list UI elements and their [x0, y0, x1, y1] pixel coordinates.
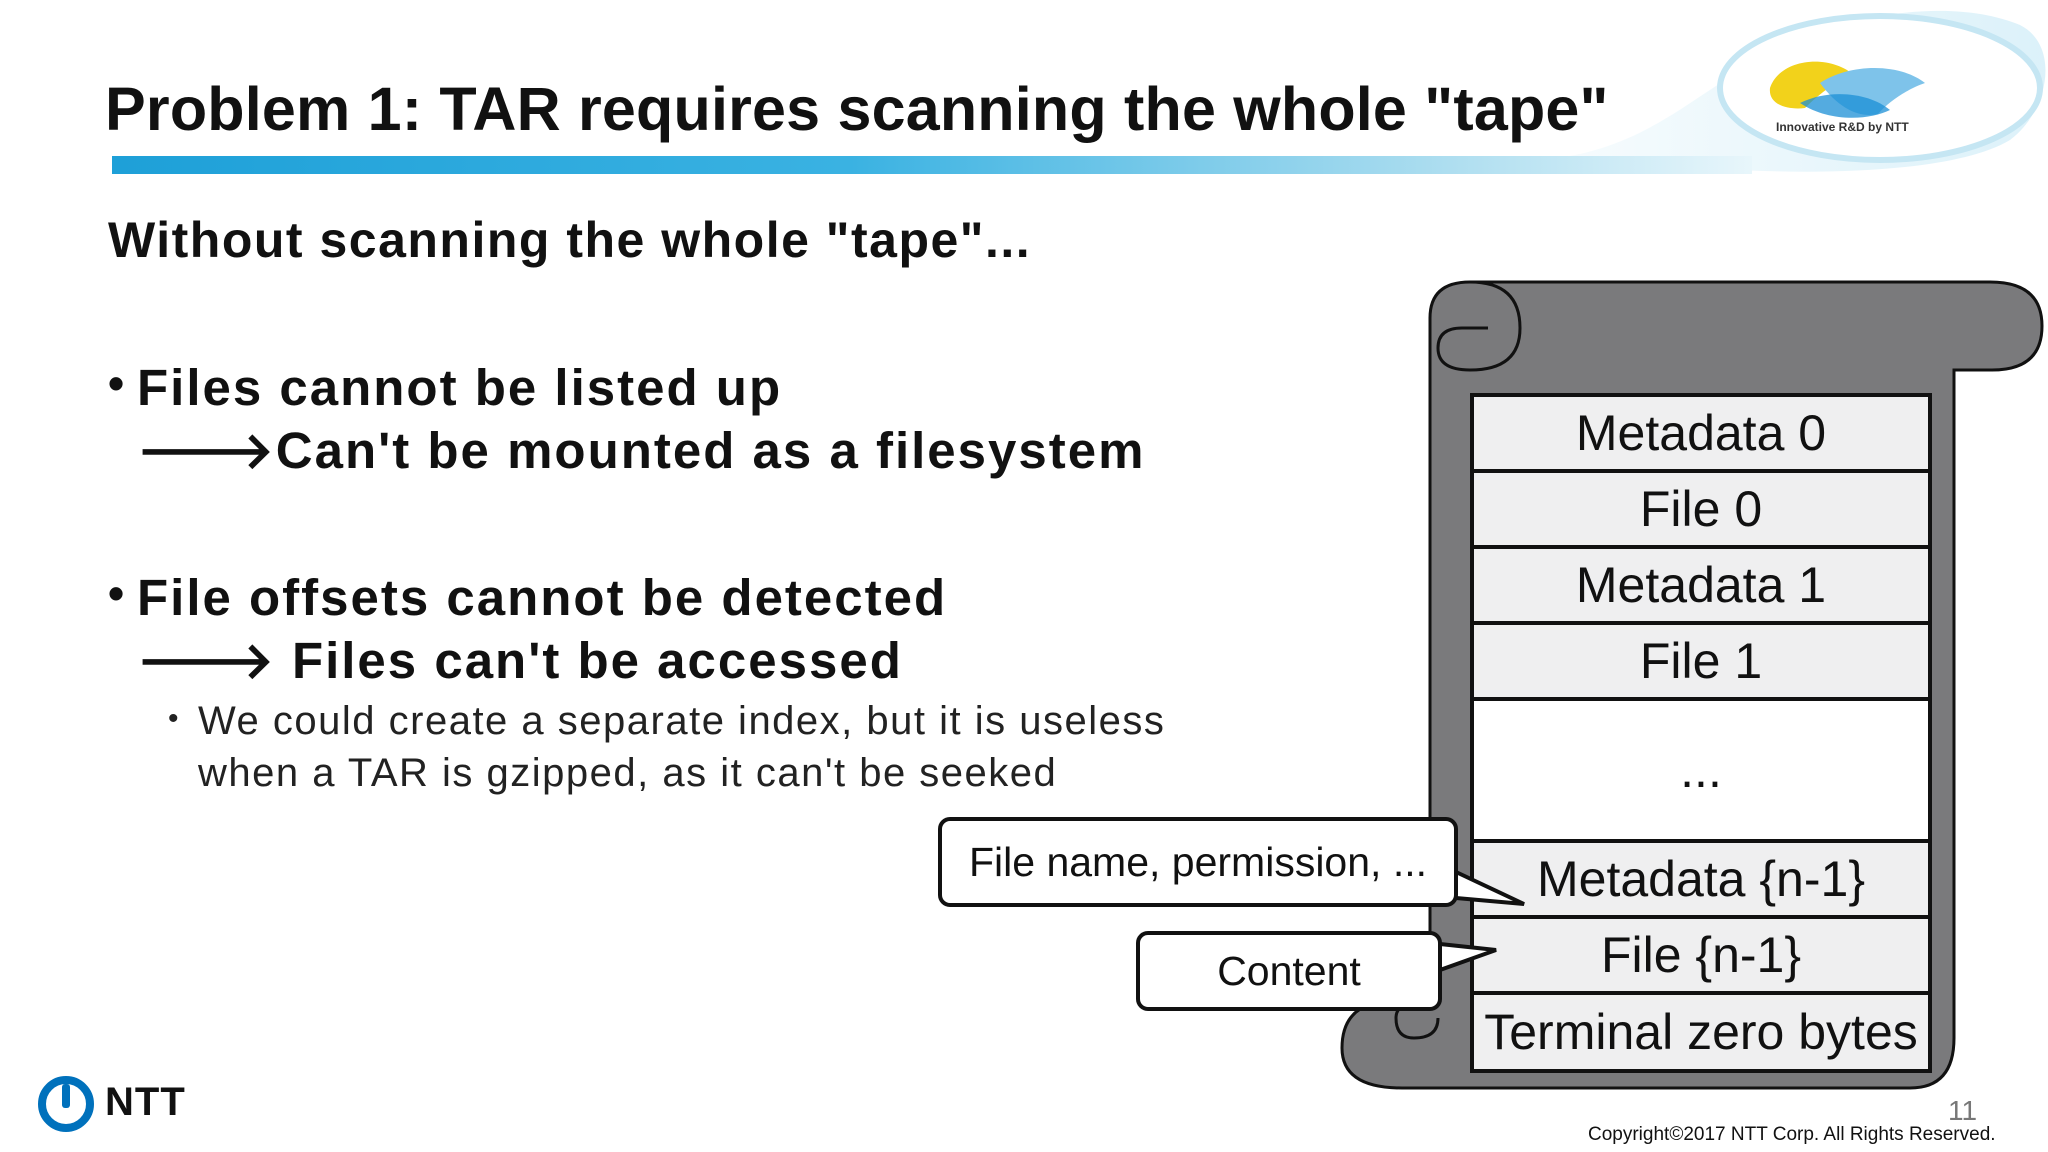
bullet-1-line1: Files cannot be listed up	[137, 359, 783, 416]
block-metadata-1: Metadata 1	[1470, 545, 1932, 625]
block-file-1: File 1	[1470, 621, 1932, 701]
copyright-notice: Copyright©2017 NTT Corp. All Rights Rese…	[1588, 1124, 1996, 1145]
callout-metadata: File name, permission, ...	[938, 817, 1458, 907]
bullet-2: •	[108, 566, 124, 620]
block-ellipsis: ...	[1470, 697, 1932, 843]
sub-bullet-dot: •	[168, 702, 181, 735]
bullet-dot: •	[108, 357, 125, 409]
page-title: Problem 1: TAR requires scanning the who…	[105, 75, 1609, 143]
bullet-2-line1: File offsets cannot be detected	[137, 569, 948, 626]
page-number: 11	[1948, 1095, 1978, 1126]
ntt-brand-text: NTT	[105, 1080, 186, 1124]
callout-content: Content	[1136, 931, 1442, 1011]
arrow-icon: 🡒	[137, 632, 276, 689]
bullet-1: •	[108, 356, 124, 410]
arrow-icon: 🡒	[137, 422, 276, 479]
block-metadata-0: Metadata 0	[1470, 393, 1932, 473]
logo-tagline: Innovative R&D by NTT	[1776, 120, 1909, 134]
title-underline-bar	[112, 156, 1752, 174]
sub-bullet-line1: We could create a separate index, but it…	[198, 699, 1166, 743]
bullet-dot: •	[108, 567, 125, 619]
bullet-2-line2: 🡒 Files can't be accessed	[137, 632, 903, 689]
sub-bullet-line2: when a TAR is gzipped, as it can't be se…	[198, 751, 1058, 795]
block-terminal-zero-bytes: Terminal zero bytes	[1470, 991, 1932, 1073]
ntt-innovative-logo	[1769, 61, 1925, 118]
ntt-logo-icon	[38, 1076, 94, 1132]
block-file-0: File 0	[1470, 469, 1932, 549]
callout-pointers	[1439, 870, 1525, 972]
block-file-n-1: File {n-1}	[1470, 915, 1932, 995]
slide-subtitle: Without scanning the whole "tape"...	[108, 212, 1032, 268]
bullet-1-line2: 🡒Can't be mounted as a filesystem	[137, 422, 1146, 479]
